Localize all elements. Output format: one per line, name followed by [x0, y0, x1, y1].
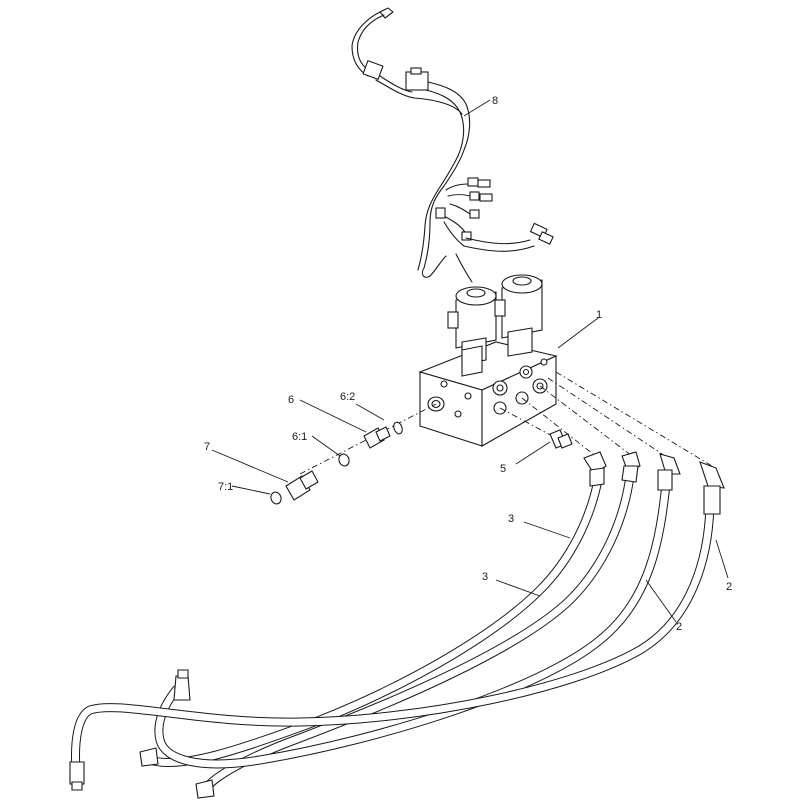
- callout-5: 5: [500, 463, 506, 475]
- callout-2-center: 2: [676, 621, 682, 633]
- callout-2-right: 2: [726, 581, 732, 593]
- o-ring-6-1: [338, 453, 350, 467]
- callout-7: 7: [204, 441, 210, 453]
- callout-3-lower: 3: [482, 571, 488, 583]
- callout-6: 6: [288, 394, 294, 406]
- callouts: 1 2 2 3 3 5 6 6:1 6:2 7 7:1 8: [204, 95, 732, 633]
- wire-harness: [351, 7, 554, 283]
- fitting-7: [285, 470, 319, 501]
- o-ring-7-1: [270, 491, 282, 505]
- callout-7-1: 7:1: [218, 481, 233, 493]
- hydraulic-hoses: [69, 451, 725, 799]
- o-ring-6-2: [393, 421, 403, 435]
- leader-lines: [211, 99, 729, 623]
- valve-manifold-block: [418, 274, 558, 447]
- fitting-6: [363, 426, 391, 449]
- fitting-5: [549, 429, 573, 449]
- callout-6-2: 6:2: [340, 391, 355, 403]
- callout-8: 8: [492, 95, 498, 107]
- callout-3-upper: 3: [508, 513, 514, 525]
- centerlines: [299, 371, 713, 475]
- callout-6-1: 6:1: [292, 431, 307, 443]
- callout-1: 1: [596, 309, 602, 321]
